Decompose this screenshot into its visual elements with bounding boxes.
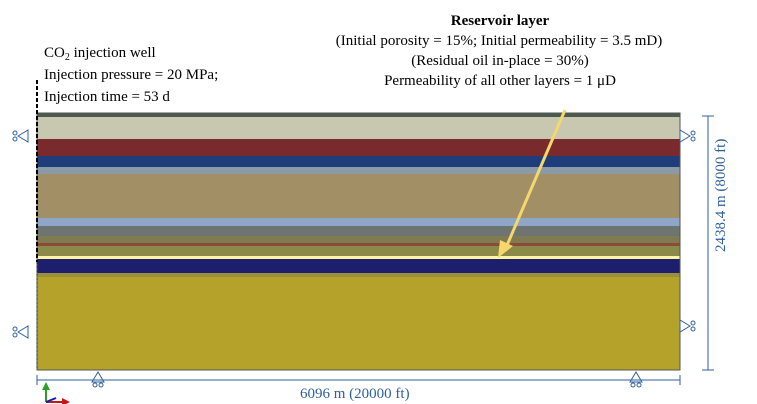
other-permeability-line: Permeability of all other layers = 1 μD bbox=[384, 73, 616, 89]
width-dimension-label: 6096 m (20000 ft) bbox=[300, 386, 410, 402]
reservoir-arrowhead bbox=[498, 240, 513, 258]
layer-tan bbox=[37, 174, 680, 218]
layer-mustard bbox=[37, 277, 680, 370]
roller-support-icon bbox=[12, 129, 29, 143]
injection-pressure-label: Injection pressure = 20 MPa; bbox=[44, 67, 219, 83]
layer-light-grey bbox=[37, 117, 680, 139]
layer-deep-navy bbox=[37, 259, 680, 273]
layer-grey bbox=[37, 167, 680, 174]
layer-dark-red bbox=[37, 139, 680, 156]
roller-support-icon bbox=[629, 371, 643, 388]
layer-olive-2 bbox=[37, 273, 680, 277]
reservoir-layer-title: Reservoir layer bbox=[450, 13, 550, 29]
reservoir-arrow-shaft bbox=[503, 109, 567, 251]
layer-grey-2 bbox=[37, 226, 680, 236]
layer-olive bbox=[37, 246, 680, 256]
reservoir-properties-line: (Initial porosity = 15%; Initial permeab… bbox=[335, 33, 663, 49]
well-label: CO2 injection well bbox=[44, 45, 156, 63]
roller-support-icon bbox=[679, 129, 696, 143]
layer-top-thin bbox=[37, 113, 680, 117]
model-domain-border bbox=[36, 112, 681, 371]
layer-olive-brown bbox=[37, 236, 680, 243]
roller-support-icon bbox=[679, 319, 696, 333]
layer-navy bbox=[37, 156, 680, 167]
injection-time-label: Injection time = 53 d bbox=[44, 89, 170, 105]
layer-reservoir bbox=[37, 256, 680, 259]
geologic-layers bbox=[36, 112, 681, 371]
roller-support-icon bbox=[12, 325, 29, 339]
layer-brick bbox=[37, 243, 680, 246]
roller-support-icon bbox=[91, 371, 105, 388]
residual-oil-line: (Residual oil in-place = 30%) bbox=[411, 53, 589, 69]
height-dimension-label: 2438.4 m (8000 ft) bbox=[713, 138, 729, 252]
coordinate-axes-icon bbox=[42, 382, 70, 404]
layer-light-blue bbox=[37, 218, 680, 226]
